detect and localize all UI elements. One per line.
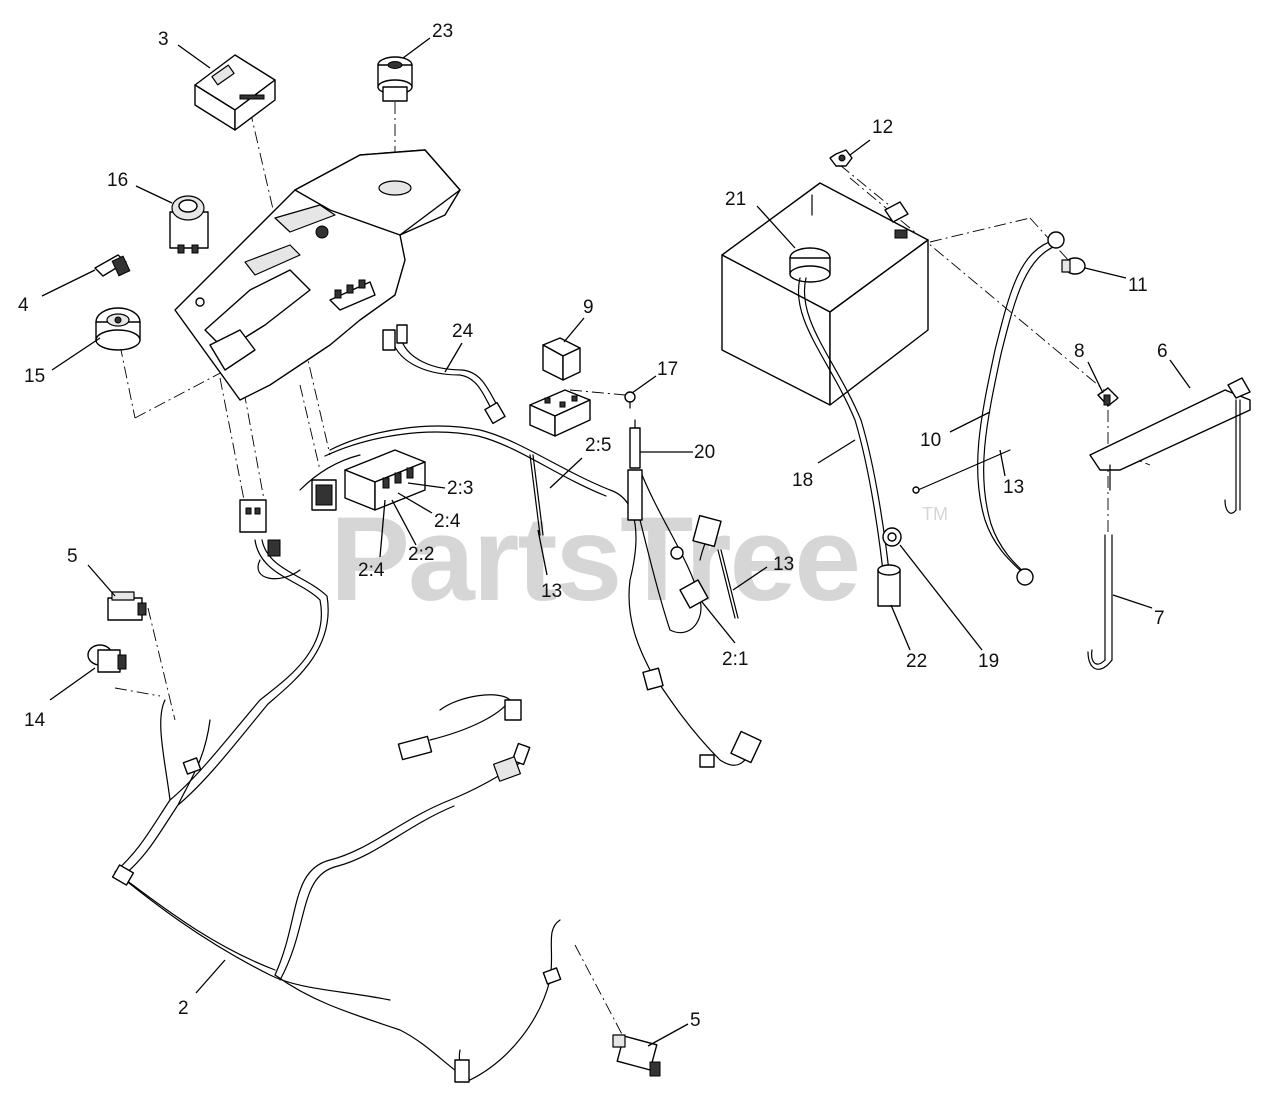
part-4-key bbox=[94, 254, 131, 277]
part-3-hour-meter-display bbox=[194, 54, 276, 131]
callout-2-1: 2:1 bbox=[722, 649, 748, 670]
watermark-text: PartsTree bbox=[330, 492, 859, 626]
callout-7: 7 bbox=[1154, 608, 1165, 629]
part-5-seat-switch bbox=[107, 591, 147, 621]
part-5-lower-switch bbox=[612, 1034, 661, 1077]
callout-17: 17 bbox=[657, 359, 678, 380]
callout-15: 15 bbox=[24, 366, 45, 387]
part-13-cable-ties bbox=[529, 449, 1011, 619]
callout-24: 24 bbox=[452, 321, 474, 342]
part-14-plunger-switch bbox=[87, 644, 127, 673]
part-23-power-outlet bbox=[377, 56, 413, 102]
callout-5-lower: 5 bbox=[690, 1010, 701, 1031]
callout-2-5: 2:5 bbox=[585, 435, 611, 456]
part-22-terminal-cover bbox=[877, 564, 901, 607]
part-12-nut bbox=[829, 149, 853, 167]
callout-3: 3 bbox=[158, 29, 169, 50]
callout-22: 22 bbox=[906, 651, 927, 672]
part-15-ignition-switch bbox=[95, 307, 141, 351]
callout-2-4-right: 2:4 bbox=[434, 511, 461, 532]
callout-labels: 3 23 16 4 15 24 9 17 2:5 20 2:3 2:4 2:4 … bbox=[18, 21, 1168, 1031]
leader-lines bbox=[41, 37, 1191, 1047]
part-10-negative-cable bbox=[976, 231, 1065, 586]
watermark-trademark: TM bbox=[922, 504, 948, 524]
callout-2-4-left: 2:4 bbox=[358, 560, 385, 581]
part-6-battery-hold-down bbox=[1089, 377, 1251, 514]
part-9-relay bbox=[542, 337, 581, 381]
battery bbox=[721, 182, 929, 406]
watermark: PartsTree TM bbox=[330, 492, 948, 626]
callout-23: 23 bbox=[432, 21, 453, 42]
part-8-wing-nut bbox=[1097, 387, 1119, 407]
callout-4: 4 bbox=[18, 295, 29, 316]
callout-6: 6 bbox=[1157, 341, 1168, 362]
callout-20: 20 bbox=[694, 442, 715, 463]
callout-9: 9 bbox=[583, 297, 594, 318]
callout-14: 14 bbox=[24, 710, 46, 731]
callout-10: 10 bbox=[920, 430, 941, 451]
callout-2-3: 2:3 bbox=[447, 478, 473, 499]
part-7-j-bolt bbox=[1087, 534, 1113, 670]
dash-panel bbox=[174, 149, 461, 401]
callout-21: 21 bbox=[725, 189, 746, 210]
callout-13-battery: 13 bbox=[1003, 477, 1024, 498]
fuse-block bbox=[344, 449, 426, 511]
relay-socket bbox=[529, 389, 591, 437]
callout-2: 2 bbox=[178, 998, 189, 1019]
callout-12: 12 bbox=[872, 117, 893, 138]
callout-2-2: 2:2 bbox=[408, 544, 434, 565]
callout-5-upper: 5 bbox=[67, 546, 78, 567]
callout-19: 19 bbox=[978, 651, 999, 672]
part-11-bolt bbox=[1061, 257, 1086, 275]
part-21-terminal-boot bbox=[789, 247, 831, 283]
callout-13-center: 13 bbox=[541, 581, 562, 602]
part-2-main-harness bbox=[111, 425, 762, 1083]
part-24-harness-lead bbox=[382, 324, 506, 425]
callout-18: 18 bbox=[792, 470, 813, 491]
part-2-1-fuse bbox=[679, 579, 709, 609]
part-16-pto-switch bbox=[169, 195, 209, 254]
callout-11: 11 bbox=[1128, 275, 1148, 296]
part-19-ring-terminal bbox=[882, 527, 902, 547]
part-17-screw bbox=[624, 391, 636, 409]
callout-8: 8 bbox=[1074, 341, 1085, 362]
callout-16: 16 bbox=[107, 170, 128, 191]
callout-13-right: 13 bbox=[773, 554, 794, 575]
part-20-fuse-holder bbox=[627, 419, 643, 521]
